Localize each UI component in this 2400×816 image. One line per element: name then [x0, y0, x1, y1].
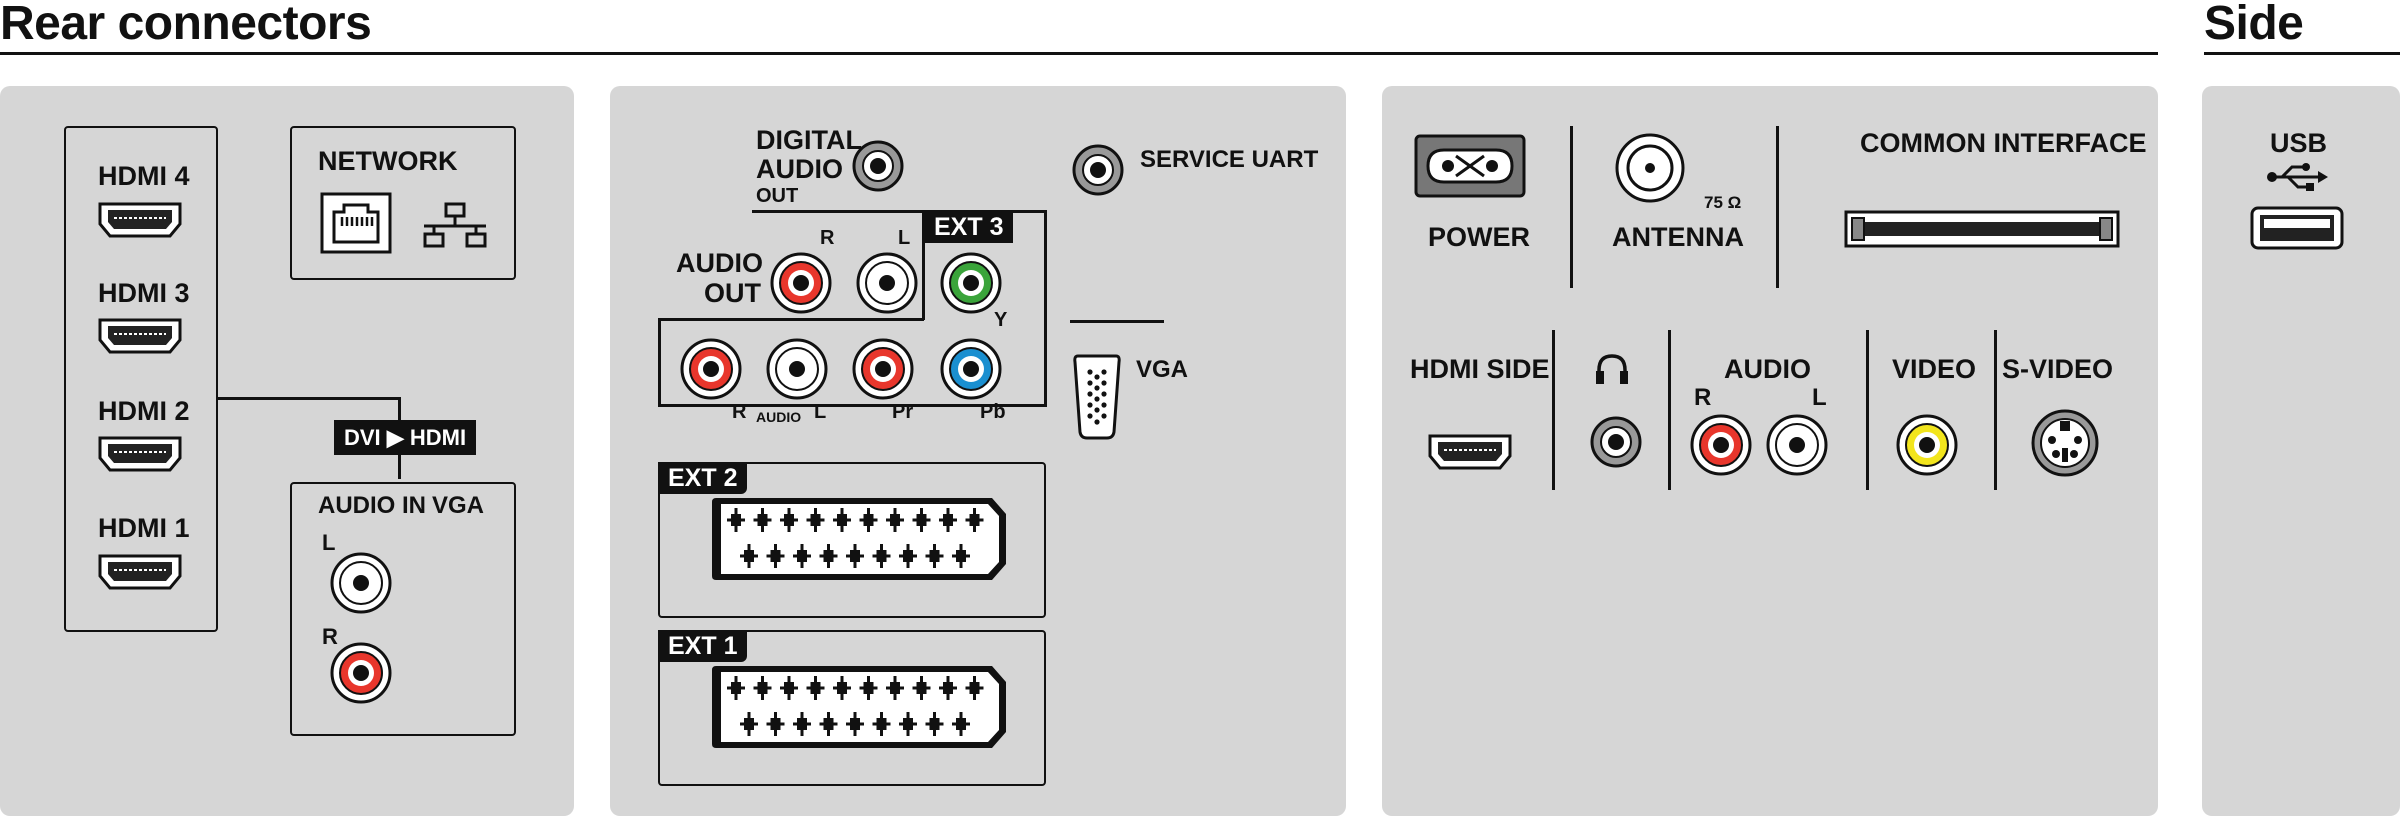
ext1-scart-port[interactable] [710, 662, 1010, 752]
digital-out-label: OUT [756, 185, 799, 207]
audio-in-vga-label: VGA [432, 492, 485, 519]
service-uart-label: SERVICE UART [1140, 146, 1319, 173]
ext3-outer-left [658, 318, 661, 406]
rear-connectors-heading: Rear connectors [0, 0, 372, 50]
digital-audio-out-jack[interactable] [852, 140, 904, 192]
ext3-y-label: Y [994, 309, 1008, 331]
dvi-link-line [216, 397, 400, 400]
ext3-audio-r-jack[interactable] [680, 338, 742, 400]
service-uart-jack[interactable] [1072, 144, 1124, 196]
side-audio-l-label: L [1812, 384, 1827, 411]
ext3-pb-jack[interactable] [940, 338, 1002, 400]
hdmi-3-label: HDMI 3 [98, 278, 190, 308]
rear-heading-rule [0, 52, 2158, 55]
audio-in-left-jack[interactable] [330, 552, 392, 614]
ext2-scart-port[interactable] [710, 494, 1010, 584]
hdmi-4-port[interactable] [96, 200, 184, 240]
headphone-jack[interactable] [1590, 416, 1642, 468]
power-divider [1570, 126, 1573, 288]
ext3-mid-line [658, 318, 924, 321]
ext3-r-label: R [732, 401, 747, 423]
antenna-divider [1776, 126, 1779, 288]
dvi-hdmi-label: HDMI [409, 425, 467, 450]
hdmi-2-port[interactable] [96, 434, 184, 474]
side-heading-rule [2204, 52, 2400, 55]
dvi-hdmi-badge: DVI ▶ HDMI [334, 420, 477, 455]
audio-in-vga-box [290, 482, 516, 736]
ext3-tag: EXT 3 [924, 211, 1014, 243]
ext3-audio-l-jack[interactable] [766, 338, 828, 400]
ext3-pb-label: Pb [980, 401, 1006, 423]
audio-in-right-label: R [322, 624, 338, 649]
panel-usb [2202, 86, 2400, 816]
hdmi-side-label: HDMI SIDE [1410, 354, 1550, 384]
ext3-y-jack[interactable] [940, 252, 1002, 314]
ethernet-port[interactable] [320, 192, 392, 254]
side-audio-divider [1866, 330, 1869, 490]
ext2-tag: EXT 2 [658, 462, 748, 494]
antenna-socket[interactable] [1614, 132, 1686, 204]
ext3-pr-jack[interactable] [852, 338, 914, 400]
arrow-right-icon: ▶ [386, 425, 404, 450]
side-heading: Side [2204, 0, 2304, 50]
ext3-bottom-line [658, 404, 1047, 407]
ext3-pr-label: Pr [892, 401, 914, 423]
hdmi-side-divider [1552, 330, 1555, 490]
side-audio-r-label: R [1694, 384, 1712, 411]
hdmi-1-label: HDMI 1 [98, 513, 190, 543]
audio-out-r-label: R [820, 227, 835, 249]
hdmi-3-port[interactable] [96, 316, 184, 356]
hdmi-2-label: HDMI 2 [98, 396, 190, 426]
usb-port[interactable] [2250, 206, 2344, 250]
audio-out-l-label: L [898, 227, 911, 249]
video-label: VIDEO [1892, 354, 1977, 384]
headphone-divider [1668, 330, 1671, 490]
audio-out-label: AUDIO [676, 248, 763, 278]
video-divider [1994, 330, 1997, 490]
digital-underline [752, 210, 922, 213]
svideo-label: S-VIDEO [2002, 354, 2114, 384]
common-interface-label: COMMON INTERFACE [1860, 128, 2147, 158]
hdmi-group-box [64, 126, 218, 632]
vga-top-line [1070, 320, 1164, 323]
common-interface-slot[interactable] [1844, 210, 2120, 248]
audio-out-right-jack[interactable] [770, 252, 832, 314]
ext3-audio-small-label: AUDIO [756, 409, 802, 425]
hdmi-side-port[interactable] [1426, 432, 1514, 472]
network-box [290, 126, 516, 280]
ext3-right-line [1044, 210, 1047, 406]
hdmi-1-port[interactable] [96, 552, 184, 592]
side-audio-right-jack[interactable] [1690, 414, 1752, 476]
ext3-left-line [922, 210, 925, 320]
audio-in-label: AUDIO IN [318, 492, 426, 519]
svideo-port[interactable] [2030, 408, 2100, 478]
side-audio-label: AUDIO [1724, 354, 1811, 384]
network-label: NETWORK [318, 146, 458, 176]
antenna-label: ANTENNA [1612, 222, 1744, 252]
ext1-box [658, 630, 1046, 786]
ext3-l-label: L [814, 401, 827, 423]
vga-label: VGA [1136, 356, 1189, 383]
hdmi-4-label: HDMI 4 [98, 161, 190, 191]
digital-label: DIGITAL [756, 125, 862, 155]
audio-in-left-label: L [322, 530, 336, 555]
digital-audio-label: AUDIO [756, 154, 843, 184]
panel-hdmi-network [0, 86, 574, 816]
video-jack[interactable] [1896, 414, 1958, 476]
audio-in-right-jack[interactable] [330, 642, 392, 704]
usb-icon [2266, 162, 2328, 192]
power-socket[interactable] [1414, 134, 1526, 198]
vga-port[interactable] [1072, 352, 1122, 442]
antenna-ohm-label: 75 Ω [1704, 193, 1742, 212]
power-label: POWER [1428, 222, 1531, 252]
dvi-label: DVI [344, 425, 381, 450]
audio-out-left-jack[interactable] [856, 252, 918, 314]
ext1-tag: EXT 1 [658, 630, 748, 662]
usb-label: USB [2270, 128, 2328, 158]
side-audio-left-jack[interactable] [1766, 414, 1828, 476]
ext2-box [658, 462, 1046, 618]
network-icon [420, 202, 490, 248]
headphone-icon [1594, 352, 1630, 386]
audio-out-label-2: OUT [704, 278, 761, 308]
